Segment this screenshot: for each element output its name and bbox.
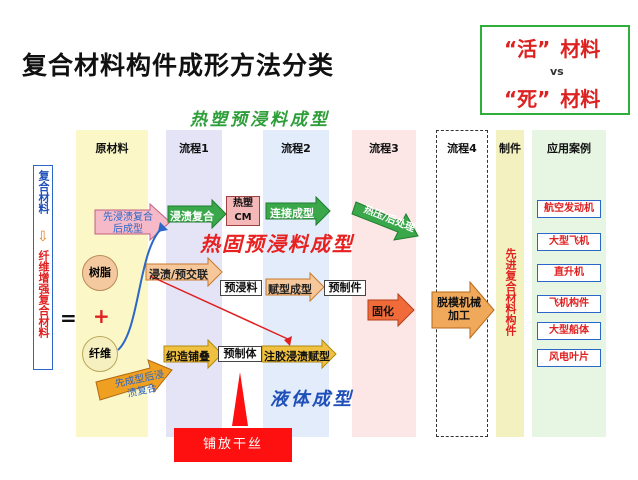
demold-machining-label: 脱模机械加工 (437, 296, 481, 322)
dead-material-line: “死” 材料 (504, 83, 600, 112)
flow1-header: 流程1 (179, 142, 209, 155)
inject-impregnate-label: 注胶浸渍赋型 (264, 350, 330, 363)
weave-arrow-shape (163, 338, 223, 370)
live-vs-dead-material-box: “活” 材料 vs “死” 材料 (480, 25, 630, 115)
resin-diagonal-line (149, 275, 291, 341)
page-title: 复合材料构件成形方法分类 (22, 51, 335, 80)
fiber-curve-head (158, 222, 168, 232)
heat-treatment-arrow-shape (351, 201, 419, 241)
continuous-forming-arrow-shape (265, 195, 331, 227)
pre-impregnate-then-form-label: 先浸渍复合后成型 (103, 212, 153, 235)
composite-top-text: 复合材料 (37, 170, 50, 214)
flow4-column (436, 130, 488, 437)
composite-bottom-text: 纤维增强复合材料 (37, 250, 50, 338)
preform-part-box: 预制件 (324, 280, 366, 296)
dry-fiber-layup-box: 铺放干丝 (174, 428, 292, 462)
thermoplastic-label: 热塑预浸料成型 (190, 110, 330, 130)
plus-sign: + (93, 304, 110, 328)
impregnate-pre-crosslink-label: 浸渍/预交联 (149, 268, 209, 281)
prepreg-box: 预浸料 (220, 280, 262, 296)
app-helicopter: 直升机 (537, 264, 601, 282)
dead-word: “死” (504, 87, 551, 111)
equals-sign: = (60, 306, 77, 330)
app-aircraft-parts: 飞机构件 (537, 295, 601, 313)
vs-text: vs (550, 65, 564, 78)
flow2-header: 流程2 (281, 142, 311, 155)
inject-arrow-shape (261, 338, 337, 370)
dead-material-text: 材料 (560, 87, 601, 111)
app-large-hull: 大型船体 (537, 322, 601, 340)
resin-circle: 树脂 (82, 255, 118, 291)
applications-column (532, 130, 606, 437)
raw-material-header: 原材料 (95, 142, 129, 155)
product-column (496, 130, 524, 437)
crosslink-arrow-shape (145, 256, 223, 288)
preform-box: 预制体 (218, 346, 262, 362)
product-header: 制件 (499, 142, 521, 155)
weave-stack-label: 织造铺叠 (166, 350, 210, 363)
demold-arrow-shape (431, 280, 495, 340)
thermoplastic-cm-box: 热塑CM (226, 196, 260, 226)
impregnate-composite-label: 浸渍复合 (170, 210, 214, 223)
advanced-composite-part-label: 先进复合材料构件 (504, 248, 517, 336)
dry-fiber-arrow-shape (232, 372, 248, 426)
app-large-aircraft: 大型飞机 (537, 233, 601, 251)
flow4-header: 流程4 (447, 142, 477, 155)
fiber-circle: 纤维 (82, 336, 118, 372)
app-wind-blade: 风电叶片 (537, 349, 601, 367)
flow3-header: 流程3 (369, 142, 399, 155)
live-material-text: 材料 (560, 37, 601, 61)
flow1-column (166, 130, 222, 437)
shaping-label: 赋型成型 (268, 283, 312, 296)
continuous-forming-label: 连接成型 (270, 207, 314, 220)
liquid-molding-label: 液体成型 (270, 389, 354, 410)
live-material-line: “活” 材料 (504, 33, 600, 62)
form-then-impregnate-arrow-shape (95, 359, 173, 401)
curing-label: 固化 (372, 305, 394, 318)
applications-header: 应用案例 (547, 142, 591, 155)
fiber-curve (117, 227, 163, 351)
live-word: “活” (504, 37, 551, 61)
curing-arrow-shape (367, 292, 415, 328)
composite-definition-box: 复合材料 ⇩ 纤维增强复合材料 (33, 165, 53, 370)
shaping-arrow-shape (265, 271, 325, 303)
thermoset-label: 热固预浸料成型 (200, 232, 354, 256)
down-arrow-icon: ⇩ (37, 229, 49, 245)
impregnate-arrow-shape (167, 198, 227, 230)
resin-diagonal-head (284, 336, 292, 346)
app-aero-engine: 航空发动机 (537, 200, 601, 218)
